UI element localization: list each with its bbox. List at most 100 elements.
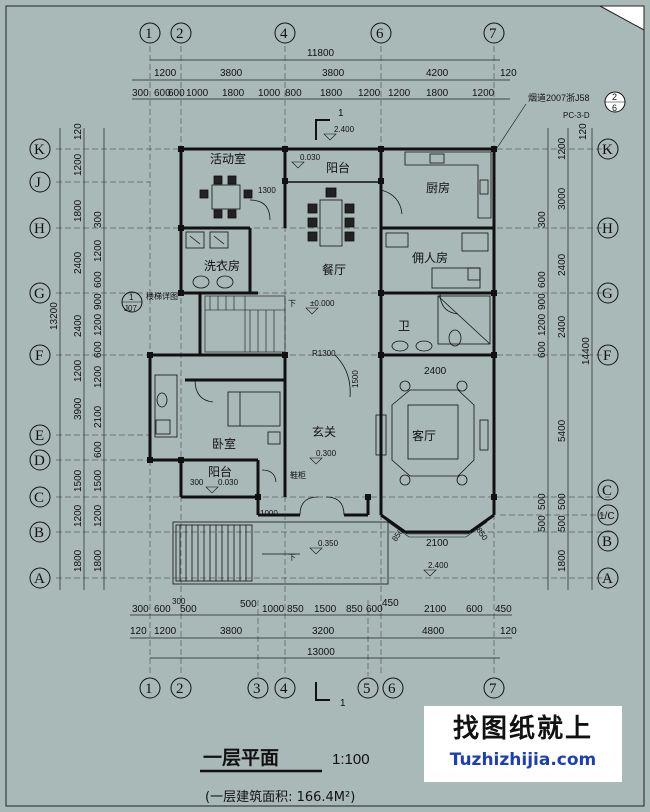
drawing-label: 120 xyxy=(500,68,517,79)
drawing-label: C xyxy=(34,490,44,506)
drawing-label: 3800 xyxy=(220,68,243,79)
room-balcony-top: 阳台 xyxy=(326,160,350,175)
drawing-label: 1000 xyxy=(186,88,209,99)
drawing-label: 300 xyxy=(132,604,149,615)
watermark: 找图纸就上 Tuzhizhijia.com xyxy=(424,706,622,782)
drawing-label: G xyxy=(34,286,45,302)
drawing-label: 1800 xyxy=(320,88,343,99)
plan-title: 一层平面 xyxy=(203,747,279,769)
axis-top-4: 4 xyxy=(280,26,288,42)
bottom-axis-bubbles: 1 2 3 4 5 6 7 xyxy=(139,677,505,699)
drawing-label: 3800 xyxy=(220,626,243,637)
drawing-label: 2100 xyxy=(424,604,447,615)
drawing-label: 1800 xyxy=(426,88,449,99)
stair-detail-note: 楼梯详图 xyxy=(146,291,178,301)
drawing-label: J07 xyxy=(124,304,137,313)
drawing-label: ±0.000 xyxy=(310,299,335,308)
drawing-label: 3000 xyxy=(557,187,568,210)
drawing-label: 300 xyxy=(93,211,104,228)
chimney-note: 烟道2007浙J58 xyxy=(528,92,590,103)
drawing-label: 1200 xyxy=(93,239,104,262)
drawing-label: 1200 xyxy=(358,88,381,99)
room-balcony-bottom: 阳台 xyxy=(208,464,232,479)
drawing-label: 1200 xyxy=(73,359,84,382)
axis-top-1: 1 xyxy=(145,26,153,42)
drawing-label: 300 xyxy=(172,597,186,606)
top-axis-bubbles: 1 2 4 6 7 xyxy=(139,22,505,44)
room-living: 客厅 xyxy=(412,428,436,443)
bath-fixtures xyxy=(391,295,491,352)
corner-mark xyxy=(599,5,645,31)
drawing-label: 300 xyxy=(537,211,548,228)
drawing-label: 120 xyxy=(130,626,147,637)
drawing-label: 2400 xyxy=(73,251,84,274)
drawing-label: 1200 xyxy=(93,504,104,527)
dims-right xyxy=(547,128,593,590)
drawing-label: A xyxy=(34,571,45,587)
drawing-label: 500 xyxy=(180,604,197,615)
drawing-label: 500 xyxy=(557,493,568,510)
drawing-label: 2400 xyxy=(557,253,568,276)
drawing-label: 2.400 xyxy=(428,561,449,570)
drawing-label: 1500 xyxy=(314,604,337,615)
bedroom-furniture xyxy=(154,374,281,445)
drawing-label: 1800 xyxy=(222,88,245,99)
drawing-label: 850 xyxy=(474,526,489,543)
drawing-label: 2100 xyxy=(93,405,104,428)
room-servant: 佣人房 xyxy=(412,250,448,265)
drawing-label: 2100 xyxy=(426,538,449,549)
drawing-label: F xyxy=(603,348,611,364)
grid-lines xyxy=(56,46,610,676)
dim-left-total: 13200 xyxy=(49,302,60,330)
drawing-label: 120 xyxy=(73,123,84,140)
stair-internal xyxy=(204,295,286,353)
drawing-label: 600 xyxy=(154,88,171,99)
drawing-label: 3900 xyxy=(73,397,84,420)
dims-left xyxy=(59,128,105,590)
drawing-label: 1/C xyxy=(599,511,615,522)
drawing-label: 1000 xyxy=(262,604,285,615)
drawing-label: 1800 xyxy=(557,549,568,572)
drawing-label: 600 xyxy=(537,341,548,358)
drawing-label: 450 xyxy=(495,604,512,615)
drawing-label: 1200 xyxy=(73,153,84,176)
drawing-label: 1500 xyxy=(93,469,104,492)
drawing-label: 600 xyxy=(366,604,383,615)
chimney-ref: PC-3-D xyxy=(563,111,590,120)
drawing-label: 0.350 xyxy=(318,539,339,548)
activity-table xyxy=(199,175,253,219)
drawing-label: 600 xyxy=(93,441,104,458)
drawing-label: 3800 xyxy=(322,68,345,79)
drawing-label: 1200 xyxy=(154,626,177,637)
drawing-label: 1800 xyxy=(73,549,84,572)
drawing-label: 120 xyxy=(578,123,589,140)
drawing-label: 1500 xyxy=(73,469,84,492)
axis-top-6: 6 xyxy=(376,26,384,42)
right-axis-bubbles: K H G F C 1/C B A xyxy=(597,138,619,589)
drawing-label: 1500 xyxy=(351,370,360,388)
drawing-label: K xyxy=(602,142,613,158)
drawing-label: E xyxy=(35,428,44,444)
drawing-label: 2400 xyxy=(424,366,447,377)
drawing-label: 1 xyxy=(145,681,153,697)
drawing-label: 2400 xyxy=(73,314,84,337)
drawing-label: 120 xyxy=(500,626,517,637)
drawing-label: 1200 xyxy=(388,88,411,99)
level-triangles xyxy=(205,133,437,577)
drawing-label: 3 xyxy=(253,681,261,697)
room-bedroom: 卧室 xyxy=(212,436,236,451)
drawing-label: 1200 xyxy=(537,313,548,336)
drawing-label: 500 xyxy=(557,515,568,532)
plan-scale: 1:100 xyxy=(332,751,370,768)
drawing-label: 下 xyxy=(288,553,296,562)
drawing-label: 下 xyxy=(288,299,296,308)
drawing-label: B xyxy=(34,525,44,541)
drawing-label: 1800 xyxy=(93,549,104,572)
room-dining: 餐厅 xyxy=(322,262,346,277)
dim-right-total: 14400 xyxy=(581,337,592,365)
dim-bottom-total: 13000 xyxy=(307,647,335,658)
dims-bottom xyxy=(130,614,512,659)
drawing-label: 900 xyxy=(93,293,104,310)
bay-window xyxy=(384,517,491,538)
drawing-border xyxy=(5,5,645,807)
